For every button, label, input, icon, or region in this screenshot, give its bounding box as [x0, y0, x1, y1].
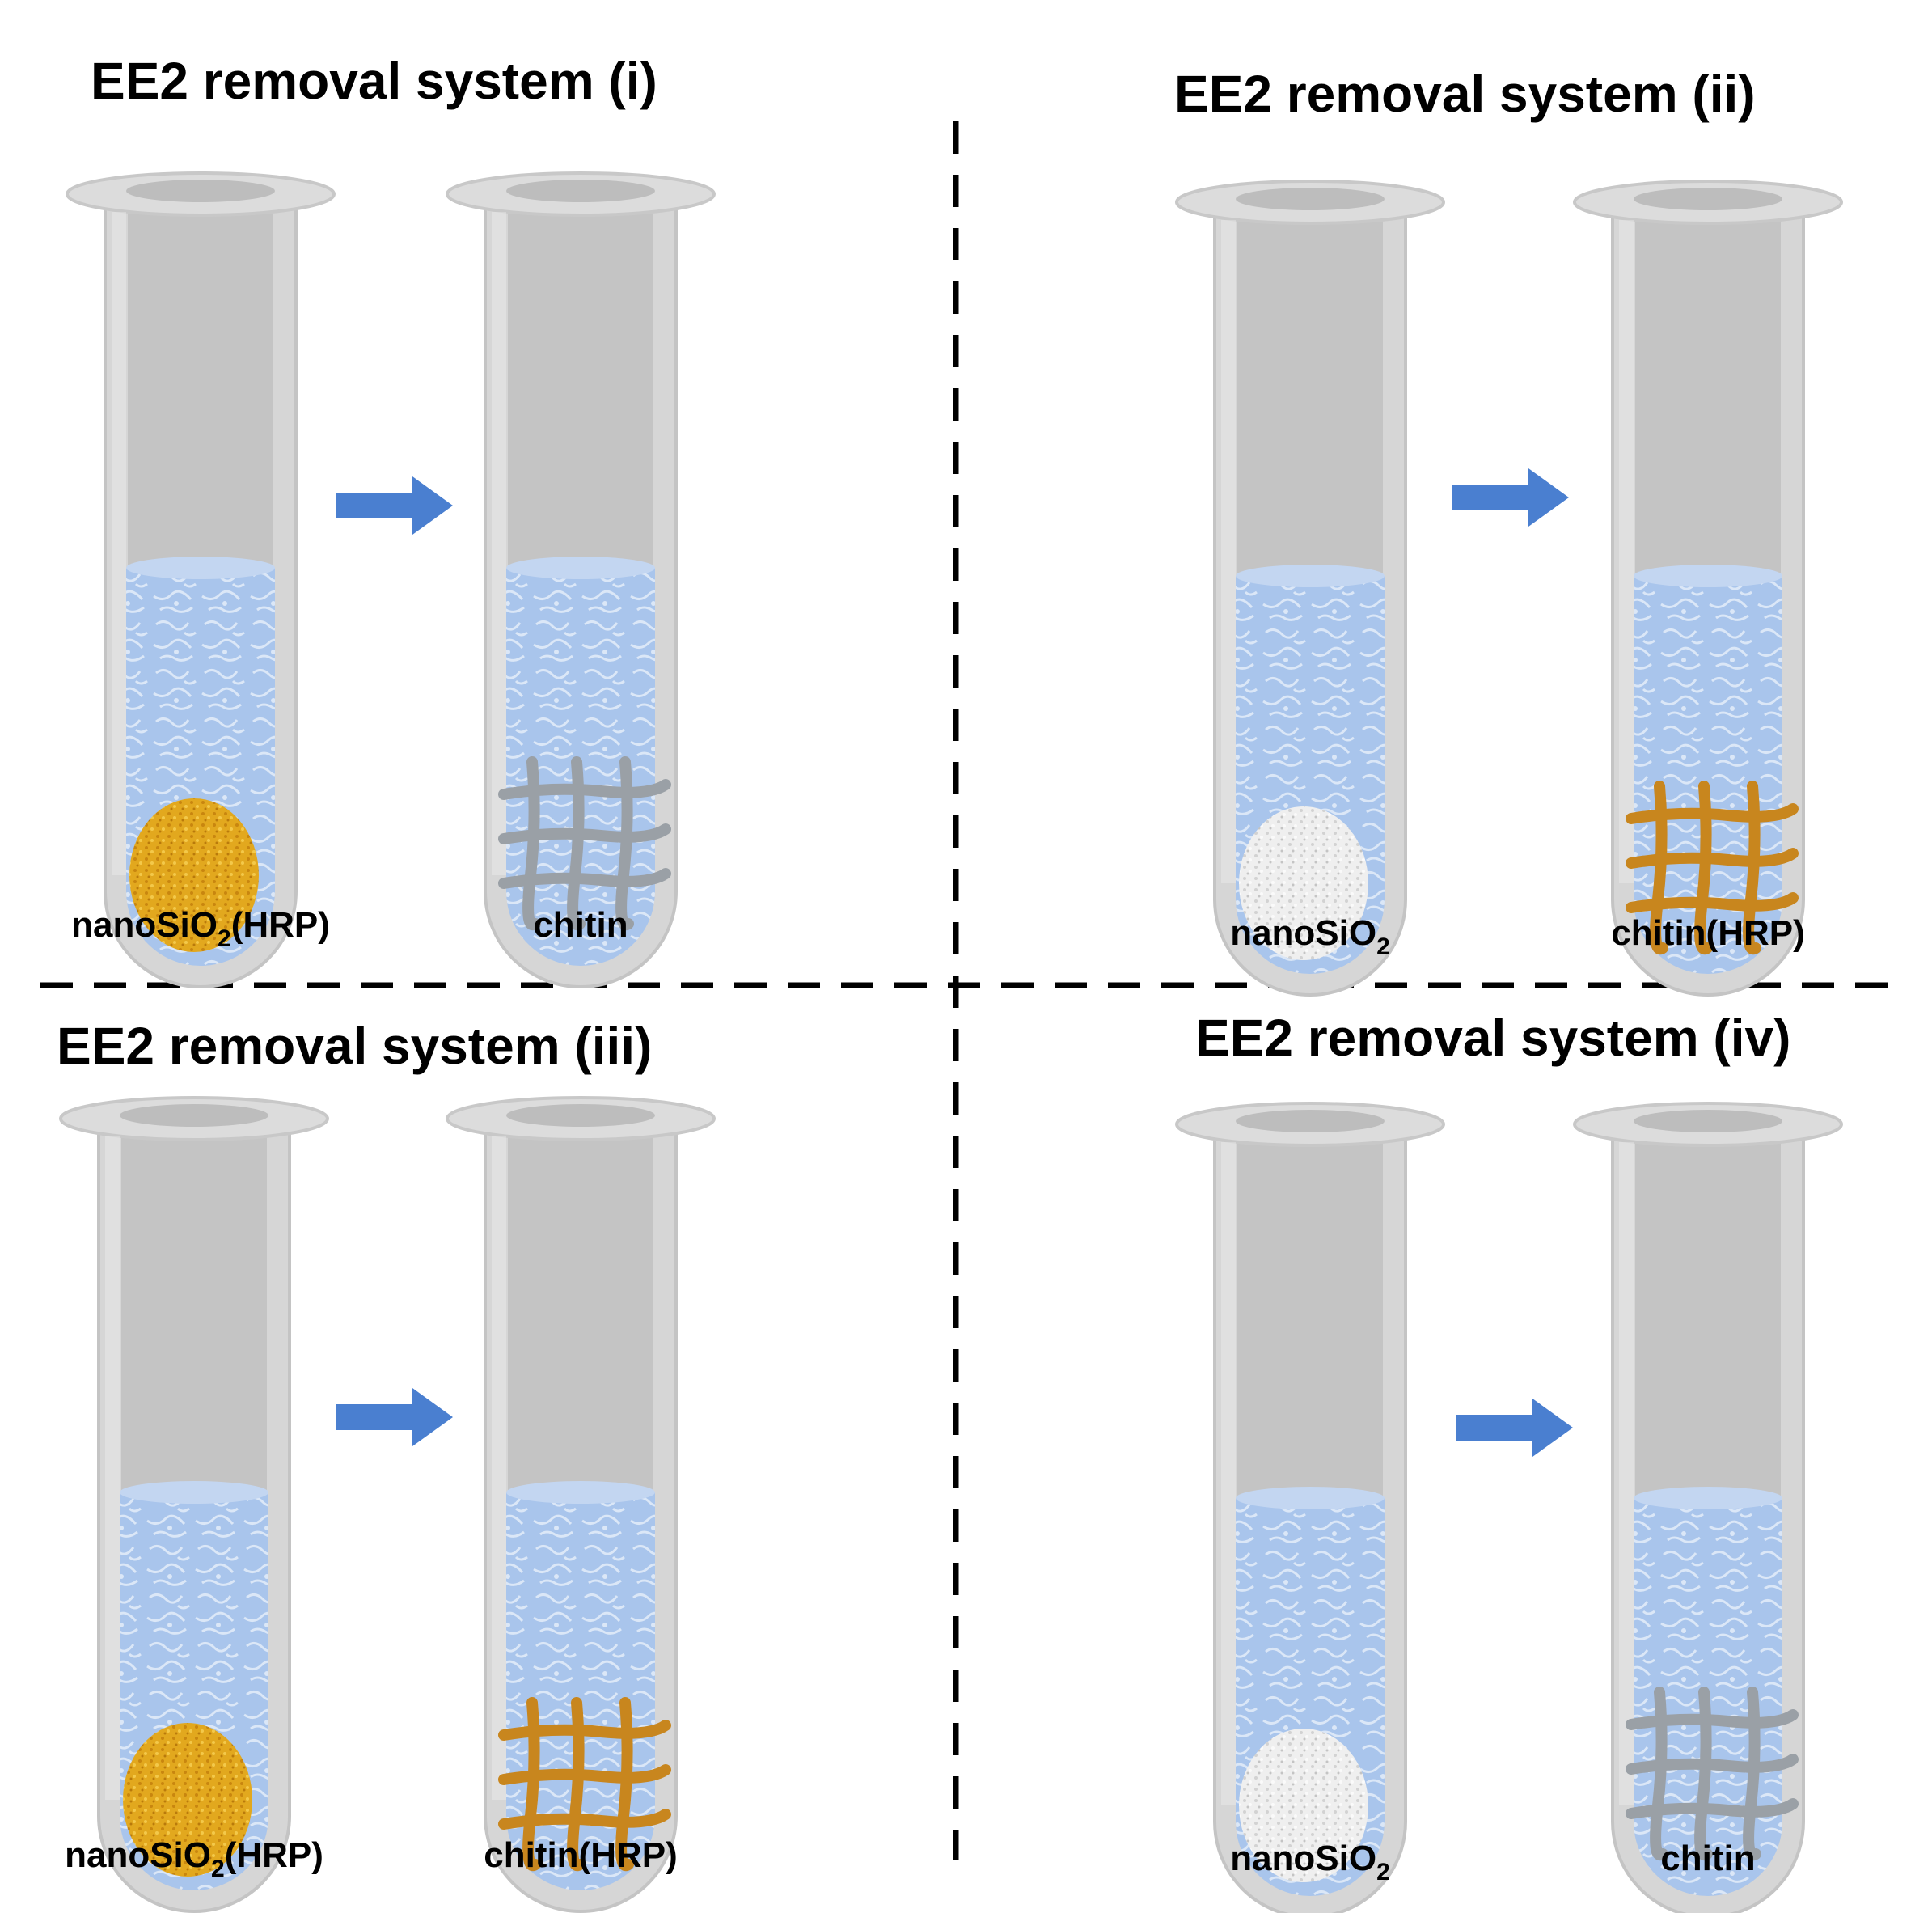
nanosio2-disk [1239, 1729, 1368, 1882]
test-tube [1175, 1102, 1445, 1913]
chitin-mesh [498, 756, 671, 931]
process-arrow [336, 1388, 453, 1446]
right-tube-label: chitin(HRP) [484, 1835, 678, 1875]
panel-title: EE2 removal system (ii) [1174, 65, 1756, 123]
test-tube [59, 1096, 329, 1913]
right-tube-label: chitin [1660, 1839, 1755, 1878]
left-tube-label: nanoSiO2(HRP) [65, 1835, 323, 1882]
chitin-hrp-mesh [1626, 781, 1799, 955]
nanosio2-hrp-disk [123, 1723, 252, 1877]
process-arrow [1456, 1399, 1573, 1457]
liquid [506, 1481, 655, 1890]
test-tube [1175, 180, 1445, 997]
panels: EE2 removal system (i) nanoSiO2(HRP) chiti… [57, 52, 1843, 1913]
test-tube [66, 171, 336, 988]
right-tube-label: chitin(HRP) [1611, 913, 1805, 953]
test-tube [446, 171, 716, 988]
chitin-hrp-mesh [498, 1697, 671, 1872]
panel-title: EE2 removal system (i) [91, 52, 657, 110]
panel-title: EE2 removal system (iii) [57, 1017, 652, 1075]
process-arrow [336, 476, 453, 535]
panel-2: EE2 removal system (ii) nanoSiO2 chitin(HR… [1174, 65, 1843, 997]
test-tube [1573, 180, 1843, 997]
test-tube [446, 1096, 716, 1913]
left-tube-label: nanoSiO2(HRP) [71, 905, 330, 952]
process-arrow [1452, 468, 1569, 527]
panel-4: EE2 removal system (iv) nanoSiO2 chitin [1175, 1009, 1843, 1913]
nanosio2-disk [1239, 806, 1368, 960]
liquid [1634, 565, 1782, 974]
nanosio2-hrp-disk [129, 798, 259, 952]
right-tube-label: chitin [533, 905, 628, 945]
panel-3: EE2 removal system (iii) nanoSiO2(HRP) chi… [57, 1017, 716, 1913]
panel-title: EE2 removal system (iv) [1195, 1009, 1790, 1067]
left-tube-label: nanoSiO2 [1230, 1839, 1390, 1885]
left-tube-label: nanoSiO2 [1230, 913, 1390, 960]
panel-1: EE2 removal system (i) nanoSiO2(HRP) chiti… [66, 52, 716, 988]
test-tube [1573, 1102, 1843, 1913]
chitin-mesh [1626, 1687, 1799, 1861]
